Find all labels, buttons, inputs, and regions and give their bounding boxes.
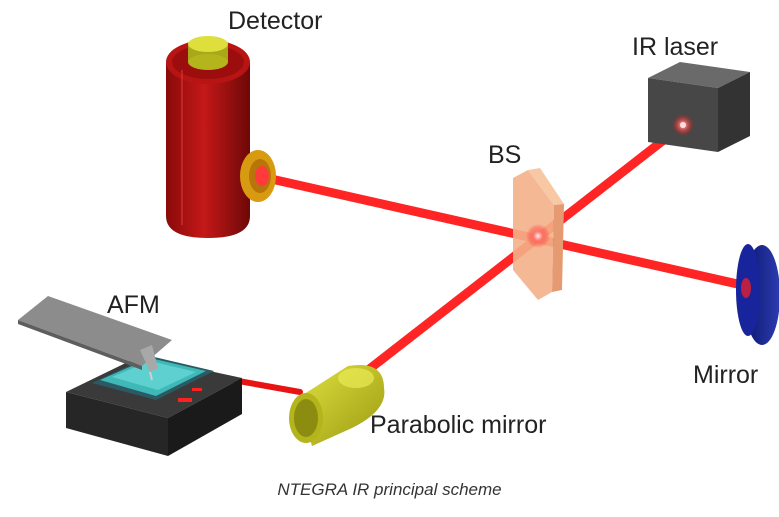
afm [18, 296, 242, 456]
parabolic-mirror [289, 364, 385, 446]
label-parabolic-mirror: Parabolic mirror [370, 411, 546, 439]
beam-detector-to-mirror [253, 171, 747, 290]
figure-caption: NTEGRA IR principal scheme [277, 480, 502, 499]
diagram-labels: Detector IR laser BS AFM Mirror Paraboli… [107, 7, 758, 439]
label-afm: AFM [107, 291, 160, 319]
label-ir-laser: IR laser [632, 33, 718, 61]
detector [166, 36, 276, 238]
mirror [736, 244, 779, 345]
label-beam-splitter: BS [488, 141, 521, 169]
label-mirror: Mirror [693, 361, 758, 389]
beam-splitter [513, 168, 564, 300]
label-detector: Detector [228, 7, 322, 35]
ir-laser [648, 62, 750, 152]
